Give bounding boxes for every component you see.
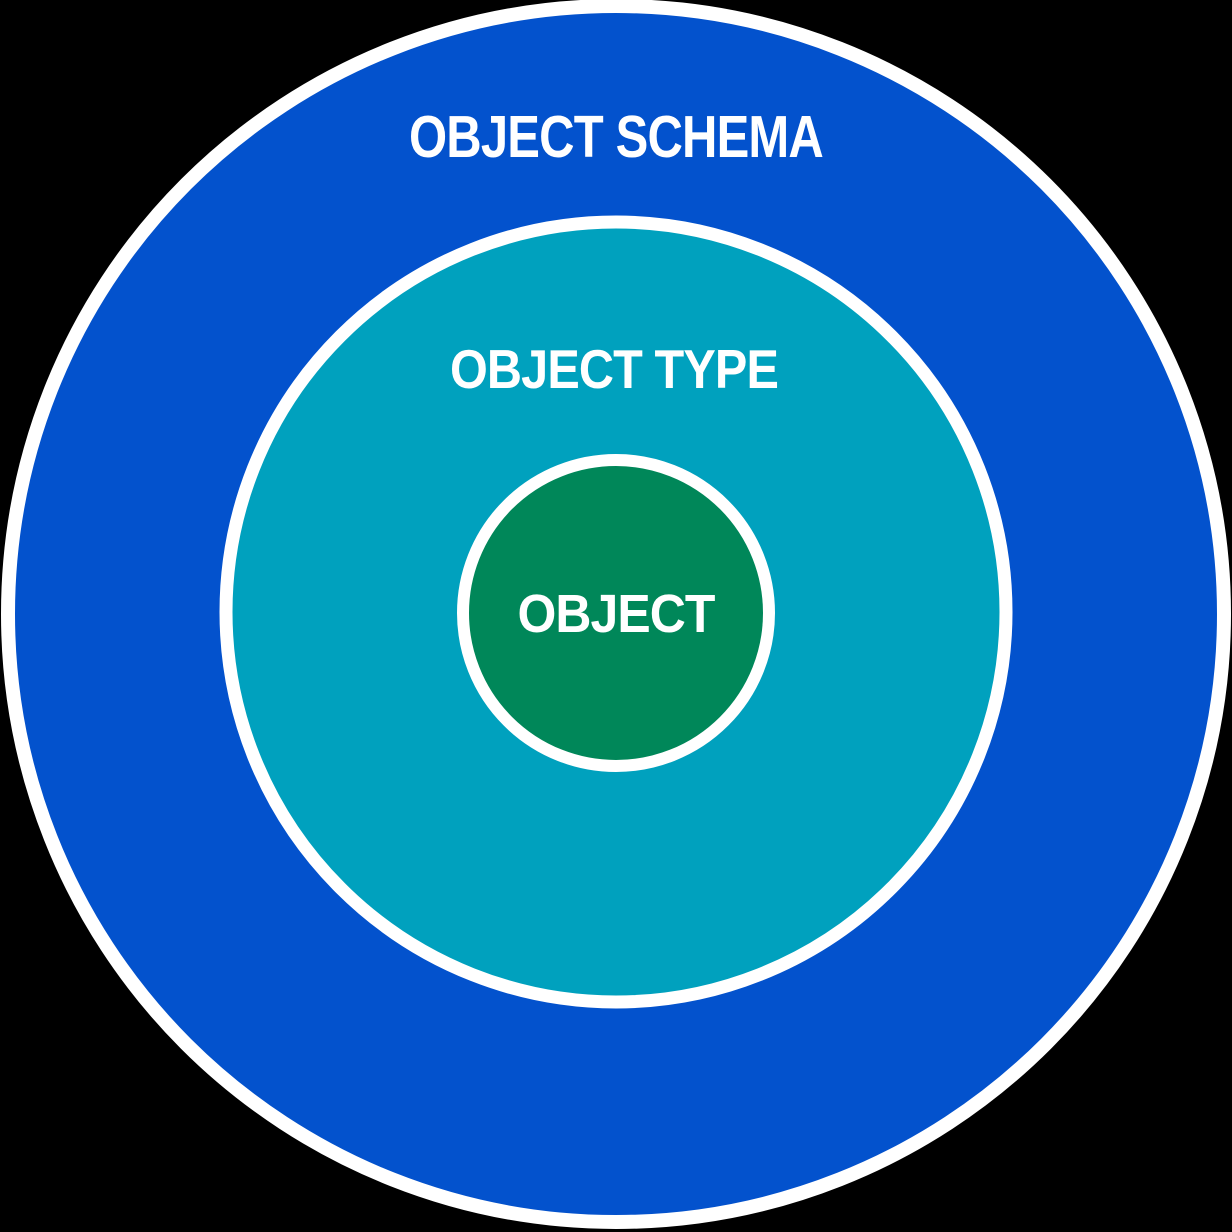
object-circle bbox=[457, 454, 775, 772]
object-type-label: OBJECT TYPE bbox=[450, 338, 778, 400]
object-schema-label: OBJECT SCHEMA bbox=[409, 104, 823, 170]
object-label: OBJECT bbox=[518, 584, 716, 644]
